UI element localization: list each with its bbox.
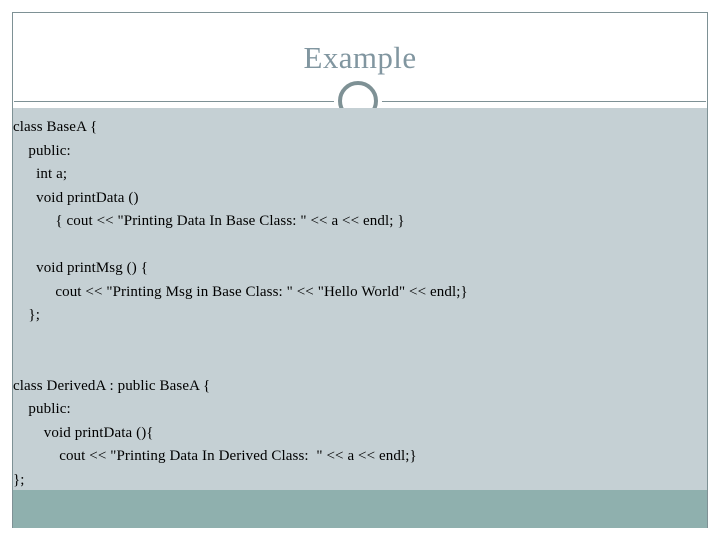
code-line (13, 328, 707, 352)
code-line: { cout << "Printing Data In Base Class: … (13, 213, 405, 229)
code-listing: class BaseA { public: int a; void printD… (13, 108, 707, 490)
code-line: class BaseA { (13, 119, 98, 135)
code-line: int a; (13, 166, 68, 182)
code-line: cout << "Printing Data In Derived Class:… (13, 448, 417, 464)
code-line (13, 351, 707, 375)
footer-accent-bar (13, 490, 707, 528)
code-line: public: (13, 142, 71, 159)
code-panel: class BaseA { public: int a; void printD… (13, 108, 707, 490)
code-line: public: (13, 401, 71, 417)
page-title: Example (303, 40, 417, 75)
code-line: }; (13, 307, 40, 323)
code-line: void printMsg () { (13, 260, 149, 276)
code-line: cout << "Printing Msg in Base Class: " <… (13, 283, 468, 300)
code-line: }; (13, 471, 25, 488)
code-line: void printData (){ (13, 424, 154, 441)
code-line: class DerivedA : public BaseA { (13, 377, 211, 394)
code-line (13, 234, 707, 258)
code-line: void printData () (13, 189, 139, 206)
